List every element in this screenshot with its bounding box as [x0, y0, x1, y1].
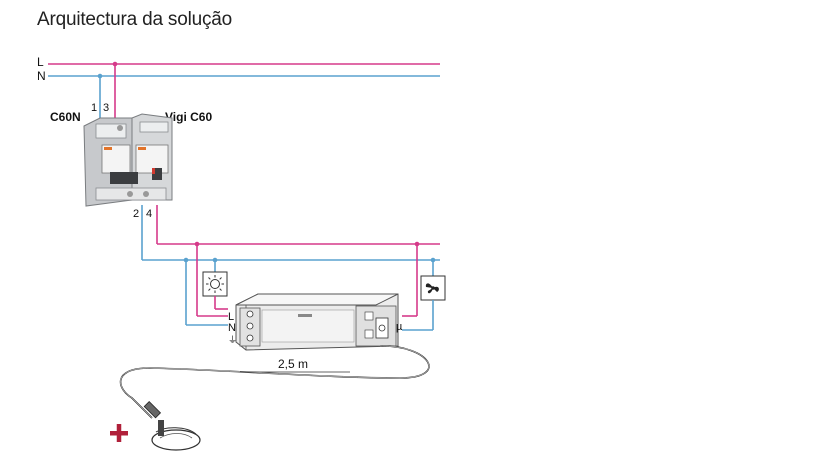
module-terminal-mu: µ [396, 321, 403, 333]
terminal-4-label: 4 [146, 208, 152, 220]
cable-length-label: 2,5 m [278, 357, 308, 371]
plus-icon [110, 424, 128, 442]
module-terminal-L: L [228, 311, 234, 323]
breaker-device-image [83, 113, 173, 207]
live-line-label: L [37, 55, 44, 69]
breaker-label: C60N [50, 110, 81, 124]
module-terminal-N: N [228, 322, 236, 334]
terminal-2-label: 2 [133, 208, 139, 220]
neutral-line-label: N [37, 69, 46, 83]
rcd-label: Vigi C60 [165, 110, 212, 124]
fan-icon [420, 275, 446, 301]
terminal-1-label: 1 [91, 102, 97, 114]
lamp-icon [202, 271, 228, 297]
sensor-probe [143, 400, 201, 451]
control-module [235, 293, 399, 351]
module-terminal-earth: ⏚ [228, 335, 237, 345]
sensor-cable [119, 345, 430, 419]
diagram-title: Arquitectura da solução [37, 9, 233, 30]
terminal-3-label: 3 [103, 102, 109, 114]
